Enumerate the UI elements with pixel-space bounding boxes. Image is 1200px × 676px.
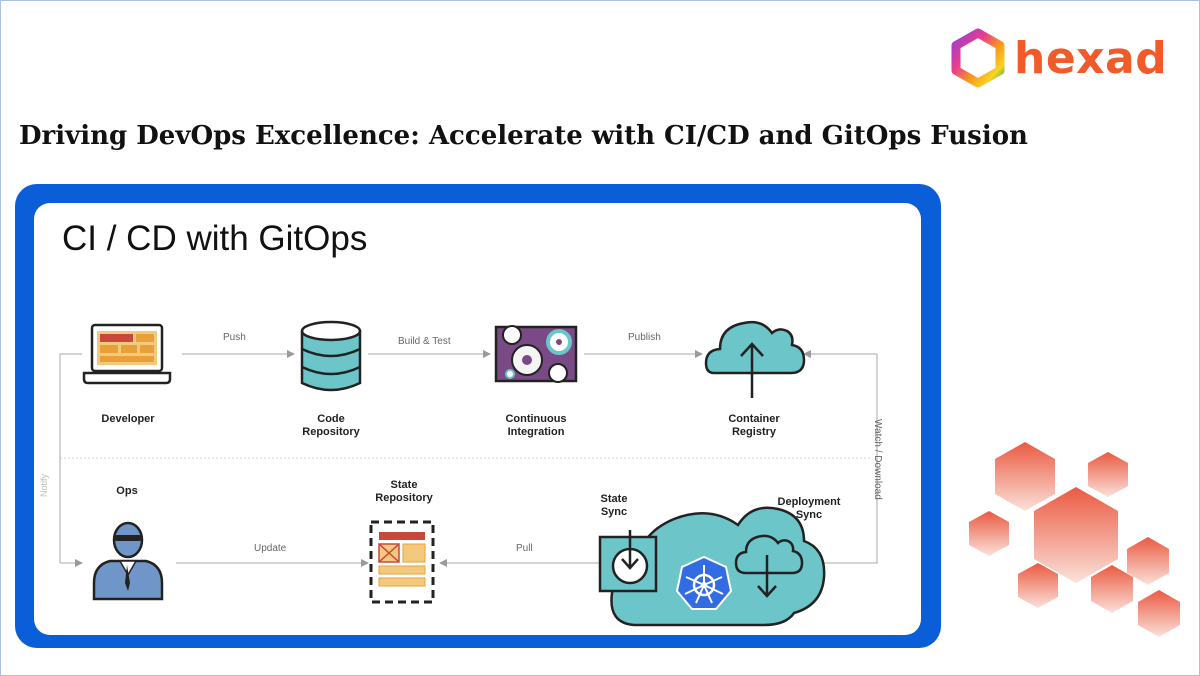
state-sync-icon [598, 530, 658, 593]
edge-label-update: Update [254, 543, 287, 554]
edge-label-pull: Pull [516, 543, 533, 554]
diagram-canvas [59, 320, 878, 627]
hexad-logo: hexad [950, 28, 1168, 88]
node-label-state-repository: State Repository [375, 479, 433, 504]
edge-watch-download [803, 350, 878, 564]
page-headline: Driving DevOps Excellence: Accelerate wi… [19, 121, 1028, 151]
diagram-title: CI / CD with GitOps [62, 219, 368, 258]
node-label-code-repository: Code Repository [302, 413, 360, 438]
document-icon [369, 520, 435, 604]
logo-text: hexad [1014, 32, 1168, 84]
ops-person-icon [92, 521, 164, 601]
node-label-continuous-integration: Continuous Integration [505, 413, 567, 438]
kubernetes-icon [675, 555, 733, 610]
laptop-icon [82, 323, 172, 385]
gears-icon [494, 325, 578, 383]
node-label-container-registry: Container Registry [728, 413, 780, 438]
database-icon [300, 320, 362, 392]
edge-label-build-test: Build & Test [398, 336, 451, 347]
node-label-state-sync: State Sync [600, 493, 628, 518]
hexagon-logo-icon [951, 28, 1005, 88]
node-label-deployment-sync: Deployment Sync [777, 496, 841, 521]
diagram-card: CI / CD with GitOps [34, 203, 921, 635]
edge-notify-top [59, 353, 82, 563]
edge-label-watch-download: Watch / Download [872, 419, 883, 500]
deployment-sync-icon [734, 534, 804, 598]
node-label-developer: Developer [101, 413, 155, 425]
cloud-upload-icon [704, 320, 806, 398]
edge-label-push: Push [223, 332, 246, 343]
edge-label-notify: Notify [39, 473, 49, 497]
node-label-ops: Ops [116, 485, 138, 497]
edge-label-publish: Publish [628, 332, 661, 343]
